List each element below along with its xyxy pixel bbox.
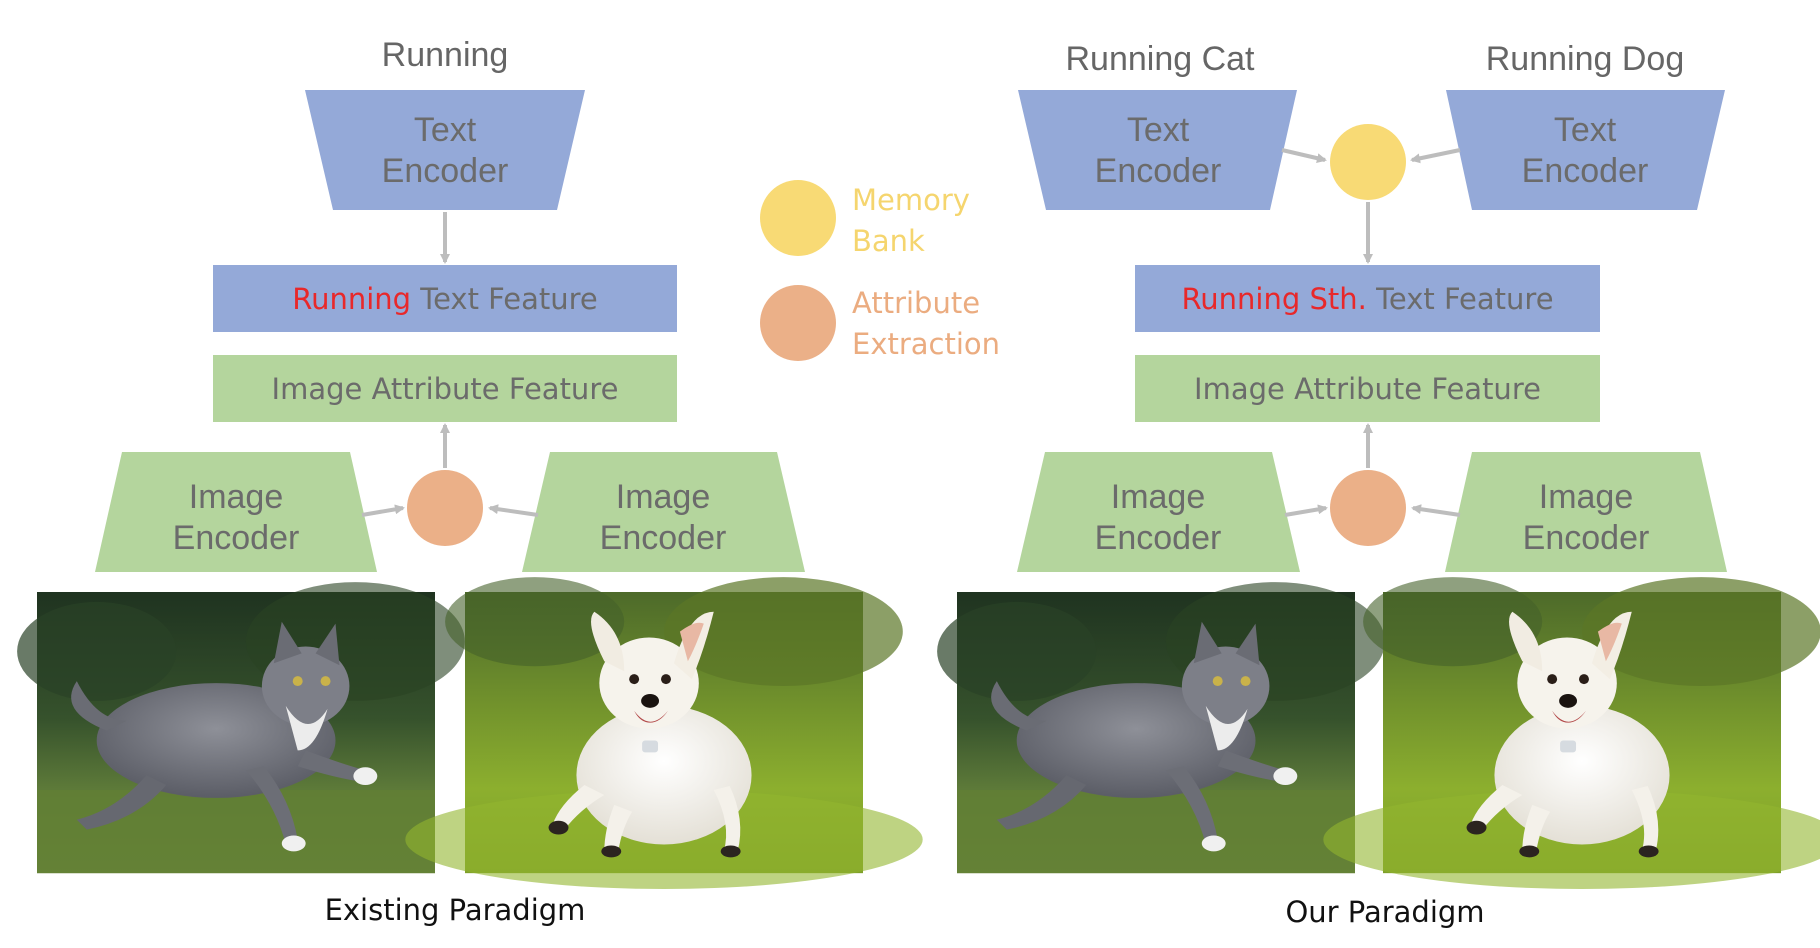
right-image-encoder-left-line1: Image xyxy=(1110,478,1206,516)
right-image-encoder-right-line1: Image xyxy=(1538,478,1634,516)
right-text-encoder-left-line2: Encoder xyxy=(1094,152,1222,190)
legend-memory-bank-line2: Bank xyxy=(852,224,925,258)
right-attribute-extraction-node xyxy=(1330,470,1406,546)
right-cat-photo xyxy=(937,582,1385,874)
left-image-attribute-feature-label: Image Attribute Feature xyxy=(271,371,619,406)
left-text-encoder-label: Text Encoder xyxy=(335,110,555,192)
left-image-encoder-right-line2: Encoder xyxy=(599,519,727,557)
right-text-encoder-left-shape xyxy=(1018,90,1297,210)
left-image-encoder-left-line2: Encoder xyxy=(172,519,300,557)
right-image-encoder-right-shape xyxy=(1445,452,1727,572)
right-image-encoder-left-line2: Encoder xyxy=(1094,519,1222,557)
right-text-encoder-left-label: Text Encoder xyxy=(1048,110,1268,192)
left-image-encoder-right-label: Image Encoder xyxy=(553,477,773,559)
left-text-feature-bar: Running Text Feature xyxy=(213,265,677,332)
dog-icon xyxy=(405,577,923,889)
legend-attribute-extraction-line2: Extraction xyxy=(852,327,1001,361)
legend-attribute-extraction-swatch xyxy=(760,285,836,361)
right-image-attribute-feature-label: Image Attribute Feature xyxy=(1194,371,1541,406)
right-image-encoder-right-label: Image Encoder xyxy=(1476,477,1696,559)
right-memory-bank-node xyxy=(1330,124,1406,200)
left-image-encoder-left-label: Image Encoder xyxy=(126,477,346,559)
left-attribute-extraction-node xyxy=(407,470,483,546)
legend-memory-bank-label: Memory Bank xyxy=(852,180,970,262)
left-arrow-right-encoder-to-attribute xyxy=(488,504,539,517)
right-text-encoder-right-line2: Encoder xyxy=(1521,152,1649,190)
right-query-right-label: Running Dog xyxy=(1485,40,1685,78)
left-cat-photo xyxy=(17,582,465,874)
left-image-encoder-left-line1: Image xyxy=(188,478,284,516)
left-text-encoder-line2: Encoder xyxy=(381,152,509,190)
left-query-label: Running xyxy=(381,36,509,74)
right-image-encoder-left-shape xyxy=(1017,452,1300,572)
right-image-attribute-feature-bar: Image Attribute Feature xyxy=(1135,355,1600,422)
right-text-encoder-right-line1: Text xyxy=(1553,111,1617,149)
cat-icon xyxy=(937,582,1385,874)
right-text-feature-rest: Text Feature xyxy=(1366,281,1554,316)
right-text-encoder-right-shape xyxy=(1446,90,1725,210)
left-image-encoder-right-shape xyxy=(522,452,805,572)
right-image-encoder-left-label: Image Encoder xyxy=(1048,477,1268,559)
legend-attribute-extraction-line1: Attribute xyxy=(852,286,981,320)
left-image-attribute-feature-bar: Image Attribute Feature xyxy=(213,355,677,422)
left-text-feature-highlight: Running xyxy=(292,281,412,316)
left-dog-photo xyxy=(405,577,923,889)
left-caption: Existing Paradigm xyxy=(324,893,586,927)
right-query-left-label: Running Cat xyxy=(1065,40,1255,78)
right-dog-photo xyxy=(1323,577,1820,889)
left-text-encoder-line1: Text xyxy=(413,111,477,149)
left-text-feature-rest: Text Feature xyxy=(411,281,598,316)
legend-attribute-extraction-label: Attribute Extraction xyxy=(852,283,1000,365)
left-text-encoder-shape xyxy=(305,90,585,210)
right-arrow-left-text-encoder-to-memory xyxy=(1281,148,1327,164)
dog-icon xyxy=(1323,577,1820,889)
left-arrow-left-encoder-to-attribute xyxy=(361,504,405,517)
left-image-encoder-right-line1: Image xyxy=(615,478,711,516)
right-caption: Our Paradigm xyxy=(1285,895,1485,929)
left-image-encoder-left-shape xyxy=(95,452,377,572)
legend-memory-bank-swatch xyxy=(760,180,836,256)
right-arrow-right-text-encoder-to-memory xyxy=(1410,148,1461,164)
legend-memory-bank-line1: Memory xyxy=(852,183,970,217)
cat-icon xyxy=(17,582,465,874)
right-arrow-right-encoder-to-attribute xyxy=(1411,504,1461,517)
right-image-encoder-right-line2: Encoder xyxy=(1522,519,1650,557)
right-text-encoder-right-label: Text Encoder xyxy=(1475,110,1695,192)
right-text-encoder-left-line1: Text xyxy=(1126,111,1190,149)
right-text-feature-bar: Running Sth. Text Feature xyxy=(1135,265,1600,332)
right-text-feature-highlight: Running Sth. xyxy=(1181,281,1367,316)
right-arrow-left-encoder-to-attribute xyxy=(1284,504,1328,517)
